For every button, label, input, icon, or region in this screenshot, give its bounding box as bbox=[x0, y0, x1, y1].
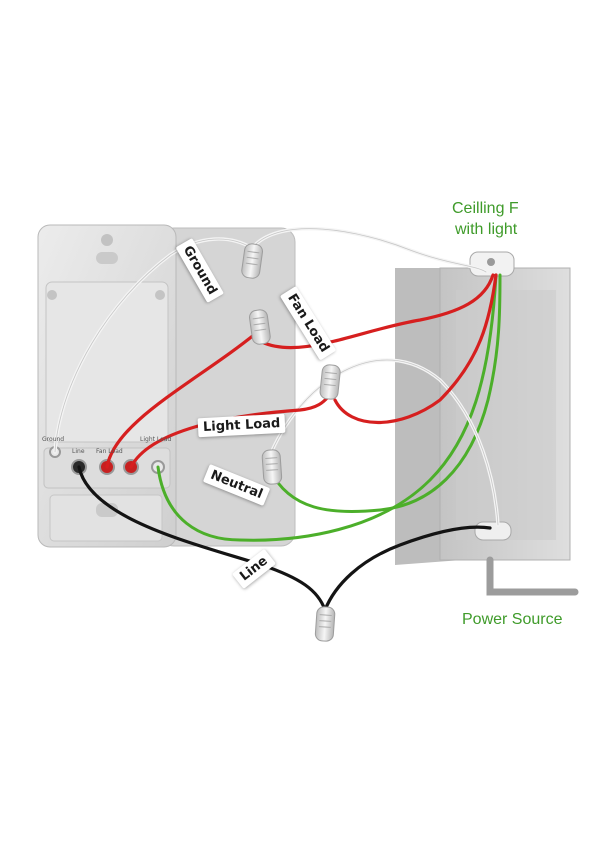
ceiling-fan-box bbox=[395, 251, 579, 596]
neutral-wire-fixture-outline bbox=[251, 228, 487, 273]
switch-face-panel bbox=[45, 281, 169, 443]
ground-wire-box bbox=[268, 273, 502, 514]
wire-nut-fan-load bbox=[248, 309, 271, 345]
screw-right bbox=[155, 290, 165, 300]
switch-lower-panel bbox=[49, 494, 163, 542]
mount-hole-top bbox=[101, 234, 113, 246]
fixture-connector-screw bbox=[487, 258, 495, 266]
neutral-wire-source-outline bbox=[267, 359, 499, 526]
smart-switch bbox=[37, 224, 296, 548]
fixture-title-line2: with light bbox=[455, 221, 518, 238]
wire-nut-light-load bbox=[319, 364, 341, 400]
terminal-label-ground: Ground bbox=[42, 436, 65, 443]
wire-nuts bbox=[241, 243, 341, 642]
light-load-wire bbox=[129, 393, 332, 469]
wires bbox=[53, 226, 502, 612]
mount-slot-top bbox=[96, 252, 118, 264]
fan-load-wire-fixture bbox=[260, 273, 495, 350]
power-source-label: Power Source bbox=[462, 611, 563, 628]
terminal-label-fan-load: Fan Load bbox=[96, 448, 123, 455]
wire-nut-neutral bbox=[261, 449, 283, 485]
fan-load-wire bbox=[105, 328, 262, 469]
power-source-clamp bbox=[474, 521, 512, 541]
terminal-label-line: Line bbox=[72, 448, 85, 455]
wire-nut-line bbox=[314, 606, 336, 642]
screw-left bbox=[47, 290, 57, 300]
fixture-title-line1: Ceilling F bbox=[452, 200, 519, 217]
line-wire-source bbox=[323, 525, 492, 612]
line-wire-switch bbox=[77, 465, 327, 612]
light-load-wire-fixture bbox=[333, 273, 498, 425]
ground-wire-switch bbox=[156, 273, 498, 542]
terminal-label-light-load: Light Load bbox=[140, 436, 172, 443]
neutral-wire-switch-outline bbox=[54, 238, 253, 453]
wire-nut-ground bbox=[241, 243, 264, 279]
conduit-pipe bbox=[486, 556, 579, 596]
